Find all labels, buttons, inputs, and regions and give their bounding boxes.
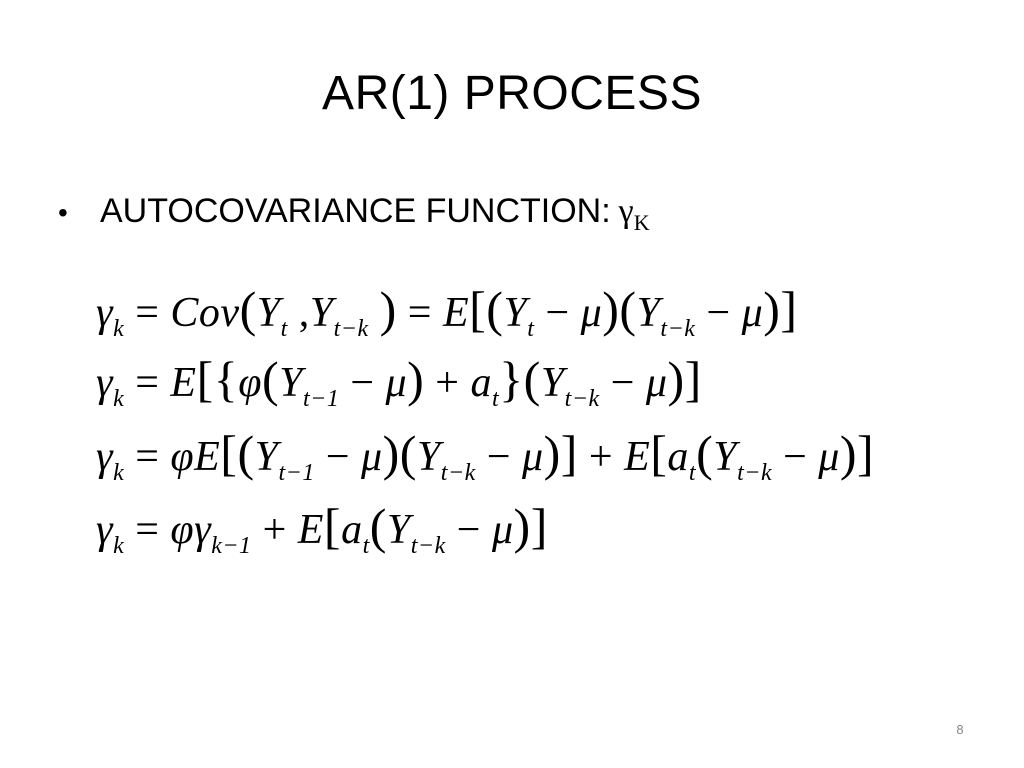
equation-3: γk = φE[(Yt−1 − μ)(Yt−k − μ)] + E[at(Yt−… (96, 425, 875, 486)
slide-title: AR(1) PROCESS (322, 67, 702, 120)
bullet-text: AUTOCOVARIANCE FUNCTION: (100, 192, 611, 230)
gamma-symbol: γK (618, 193, 650, 235)
equation-2: γk = E[{φ(Yt−1 − μ) + at}(Yt−k − μ)] (96, 351, 702, 412)
equation-4: γk = φγk−1 + E[at(Yt−k − μ)] (96, 498, 548, 559)
equation-1: γk = Cov(Yt ,Yt−k ) = E[(Yt − μ)(Yt−k − … (96, 281, 798, 342)
gamma-letter: γ (618, 193, 634, 230)
gamma-subscript: K (633, 210, 650, 235)
page-number: 8 (956, 722, 964, 737)
bullet-marker: • (58, 197, 68, 228)
bullet-item: • AUTOCOVARIANCE FUNCTION: γK (58, 192, 650, 236)
